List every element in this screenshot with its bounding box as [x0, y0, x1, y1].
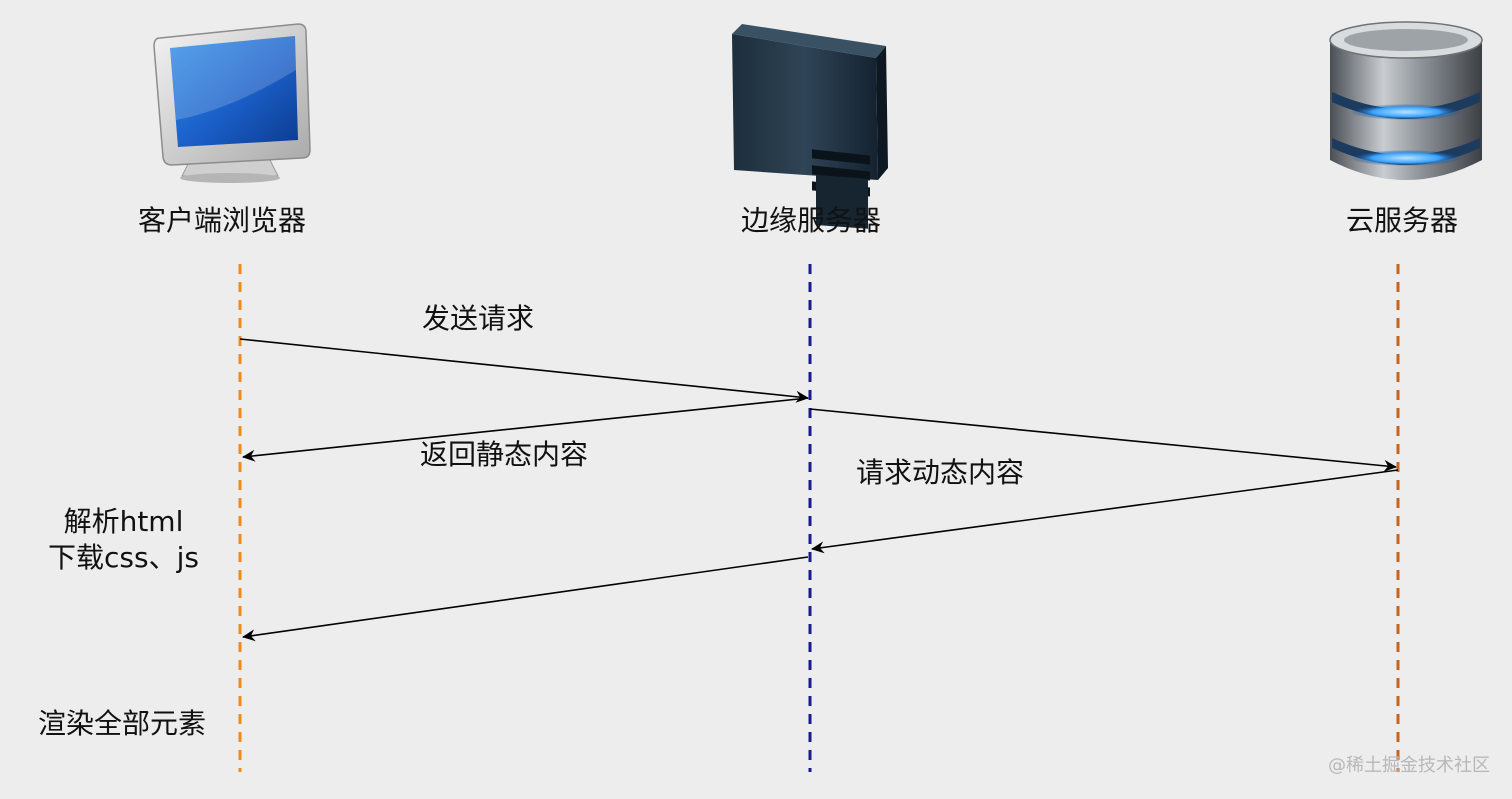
arrow-return-dynamic: [811, 469, 1399, 554]
arrow-return-static: [242, 397, 809, 462]
server-tower-icon: [732, 24, 888, 229]
message-label-request-dynamic: 请求动态内容: [856, 456, 1025, 489]
message-label-return-static: 返回静态内容: [420, 438, 589, 471]
message-label-send-request: 发送请求: [422, 302, 535, 335]
watermark: @稀土掘金技术社区: [1328, 755, 1490, 776]
actor-label-client: 客户端浏览器: [138, 204, 307, 237]
note-parse-line2: 下载css、js: [48, 541, 199, 574]
note-parse-line1: 解析html: [63, 505, 184, 538]
desktop-monitor-icon: [153, 23, 311, 183]
arrow-forward-to-client: [242, 556, 809, 642]
actor-label-edge: 边缘服务器: [741, 204, 882, 237]
note-render-all: 渲染全部元素: [38, 707, 207, 740]
note-parse-download: 解析html 下载css、js: [48, 504, 199, 576]
arrow-request-dynamic: [809, 408, 1397, 472]
arrow-send-request: [239, 338, 809, 403]
actor-label-cloud: 云服务器: [1346, 204, 1459, 237]
database-icon: [1329, 21, 1483, 180]
